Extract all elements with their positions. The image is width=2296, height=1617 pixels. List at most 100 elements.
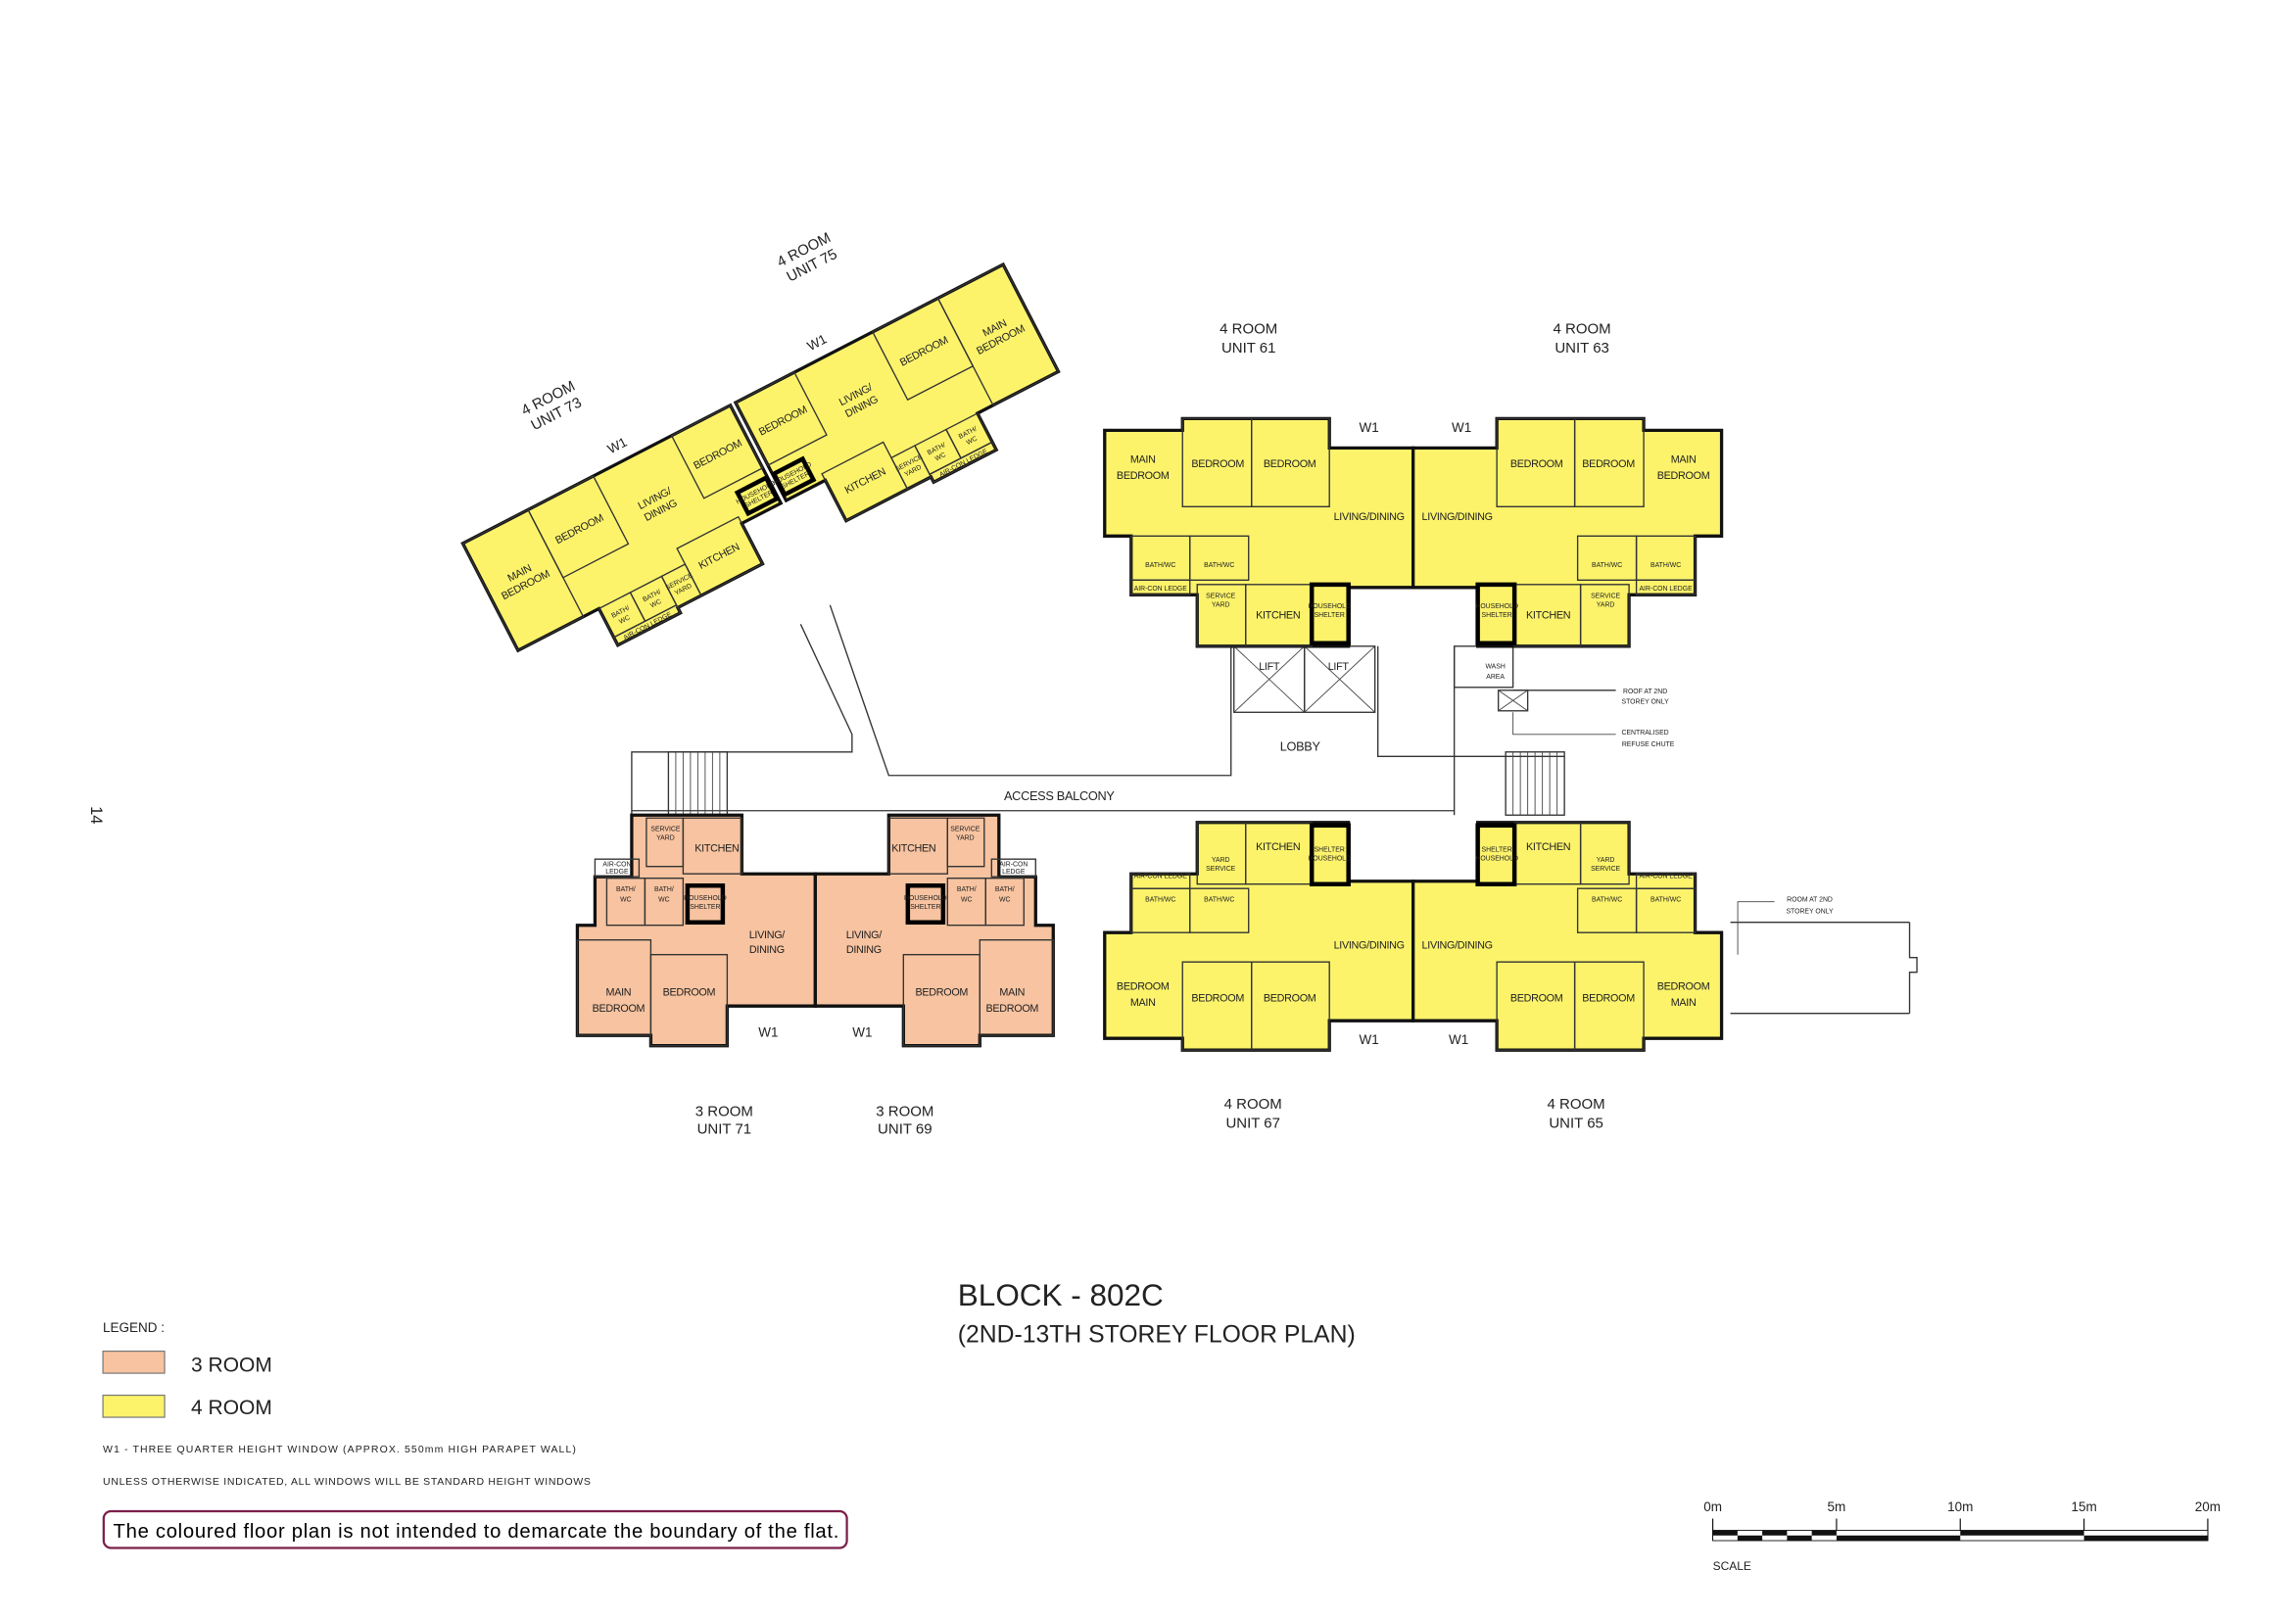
room-label-service: SERVICE — [650, 827, 680, 833]
w1-window-label: W1 — [1452, 420, 1471, 435]
room-partition — [1130, 579, 1191, 595]
room-partition — [461, 508, 585, 652]
room-label-yard: YARD — [1212, 601, 1230, 608]
unit-71: SERVICEYARDKITCHENAIR-CONLEDGEBATH/WCBAT… — [575, 813, 818, 1048]
unit-65-number: UNIT 65 — [1549, 1116, 1603, 1132]
scale-tick-label: 0m — [1703, 1499, 1722, 1514]
room-label-yard: YARD — [1597, 857, 1615, 864]
room-partition — [612, 603, 682, 646]
room-label-shelter: SHELTER — [1482, 612, 1512, 619]
access-balcony-label: ACCESS BALCONY — [1004, 788, 1115, 803]
room-label-bedroom: BEDROOM — [1582, 458, 1635, 470]
room-label-dining: DINING — [749, 944, 785, 956]
household-shelter-walls — [734, 474, 781, 517]
unit-63-number: UNIT 63 — [1555, 340, 1609, 357]
room-label-aircon: AIR-CON — [602, 862, 631, 869]
room-label-bedroom: BEDROOM — [1657, 470, 1710, 482]
lobby-label: LOBBY — [1280, 738, 1321, 753]
room-label-main: MAIN — [606, 987, 632, 999]
room-label-shelter: SHELTER — [1315, 847, 1345, 854]
room-label-bedroom: BEDROOM — [916, 987, 969, 999]
room-partition — [1251, 961, 1330, 1051]
unit-outline — [733, 262, 1061, 523]
room-label-kitchen: KITCHEN — [1526, 609, 1570, 621]
legend-swatch-3-room — [102, 1350, 166, 1374]
room-partition — [1576, 535, 1638, 581]
room-label-bath-wc: BATH/WC — [1650, 562, 1681, 569]
room-2nd-storey-note: STOREY ONLY — [1786, 909, 1834, 916]
room-label-bath-wc: BATH/WC — [1650, 897, 1681, 904]
room-label-bedroom: BEDROOM — [1657, 981, 1710, 993]
unit-75: MAINBEDROOMBEDROOMLIVING/DININGBEDROOMHO… — [733, 262, 1061, 523]
room-label-household: HOUSEHOLD — [1475, 856, 1518, 863]
block-title: BLOCK - 802C — [958, 1277, 1164, 1312]
room-label-shelter: SHELTER — [1315, 612, 1345, 619]
unit-65-type: 4 ROOM — [1548, 1096, 1605, 1113]
household-shelter-walls — [1475, 823, 1517, 886]
room-label-bath: BATH/ — [616, 886, 636, 893]
room-label-wc: WC — [618, 614, 631, 625]
roof-note: ROOF AT 2ND — [1623, 689, 1667, 695]
room-label-household: HOUSEHOLD — [1308, 856, 1351, 863]
room-partition — [1513, 584, 1582, 647]
scale-tick-label: 20m — [2195, 1499, 2221, 1514]
room-label-bedroom: BEDROOM — [985, 1003, 1038, 1015]
w1-window-label: W1 — [1360, 420, 1379, 435]
room-partition — [682, 817, 743, 875]
room-label-wc: WC — [966, 435, 979, 446]
wash-area-label: AREA — [1486, 674, 1505, 681]
room-partition — [1245, 822, 1313, 885]
unit-63: MAINBEDROOMBEDROOMBEDROOMLIVING/DININGBA… — [1411, 416, 1724, 648]
unit-73: MAINBEDROOMBEDROOMLIVING/DININGBEDROOMHO… — [460, 403, 784, 653]
scale-label: SCALE — [1713, 1559, 1751, 1573]
room-label-main: MAIN — [1671, 453, 1697, 465]
room-label-yard: YARD — [656, 835, 675, 842]
scale-segment — [1737, 1535, 1763, 1542]
room-label-bedroom: BEDROOM — [663, 987, 716, 999]
page-number: 14 — [87, 806, 105, 824]
windows-note: UNLESS OTHERWISE INDICATED, ALL WINDOWS … — [103, 1477, 591, 1488]
room-label-wc: WC — [999, 897, 1010, 904]
room-label-living-dining: LIVING/DINING — [1334, 940, 1405, 952]
room-label-service: SERVICE — [1206, 593, 1235, 599]
room-label-aircon-ledge: AIR-CON LEDGE — [1639, 874, 1693, 880]
legend: LEGEND : 3 ROOM 4 ROOM W1 - THREE QUARTE… — [102, 1320, 848, 1549]
room-label-bedroom: BEDROOM — [1264, 458, 1316, 470]
room-partition — [1496, 417, 1576, 508]
refuse-chute-note: REFUSE CHUTE — [1622, 741, 1675, 748]
scale-segment — [1787, 1535, 1812, 1542]
scale-segment — [2083, 1535, 2208, 1542]
scale-segment — [1960, 1530, 2084, 1536]
unit-69-type: 3 ROOM — [876, 1104, 933, 1120]
room-2nd-storey-note: ROOM AT 2ND — [1787, 897, 1833, 904]
room-partition — [644, 878, 685, 927]
room-label-ledge: LEDGE — [1002, 869, 1026, 876]
room-partition — [527, 475, 630, 579]
lift-lobby: LIFT LIFT LOBBY ACCESS BALCONY WASH AREA… — [1004, 645, 1834, 916]
household-shelter-walls — [1309, 823, 1351, 886]
unit-61-number: UNIT 61 — [1221, 340, 1276, 357]
unit-69-number: UNIT 69 — [878, 1121, 933, 1138]
room-label-bath: BATH/ — [654, 886, 674, 893]
room-partition — [1245, 584, 1313, 647]
room-label-kitchen: KITCHEN — [1526, 841, 1570, 853]
room-label-household: HOUSEHOLD — [1475, 603, 1518, 610]
scale-tick-label: 10m — [1947, 1499, 1973, 1514]
room-label-ledge: LEDGE — [605, 869, 629, 876]
room-label-main: MAIN — [1130, 453, 1156, 465]
scale-tick-label: 5m — [1828, 1499, 1846, 1514]
room-label-bedroom: BEDROOM — [1264, 993, 1316, 1005]
disclaimer-text: The coloured floor plan is not intended … — [114, 1521, 839, 1543]
room-label-living-dining: LIVING/DINING — [1334, 511, 1405, 523]
room-label-yard: YARD — [1597, 601, 1615, 608]
room-partition — [1496, 961, 1576, 1051]
legend-label-4-room: 4 ROOM — [191, 1397, 272, 1419]
room-label-service: SERVICE — [1591, 593, 1620, 599]
room-label-service: SERVICE — [1591, 866, 1620, 873]
household-shelter-walls — [1475, 582, 1517, 646]
room-label-living: LIVING/ — [846, 929, 883, 941]
w1-window-label: W1 — [1360, 1032, 1379, 1047]
